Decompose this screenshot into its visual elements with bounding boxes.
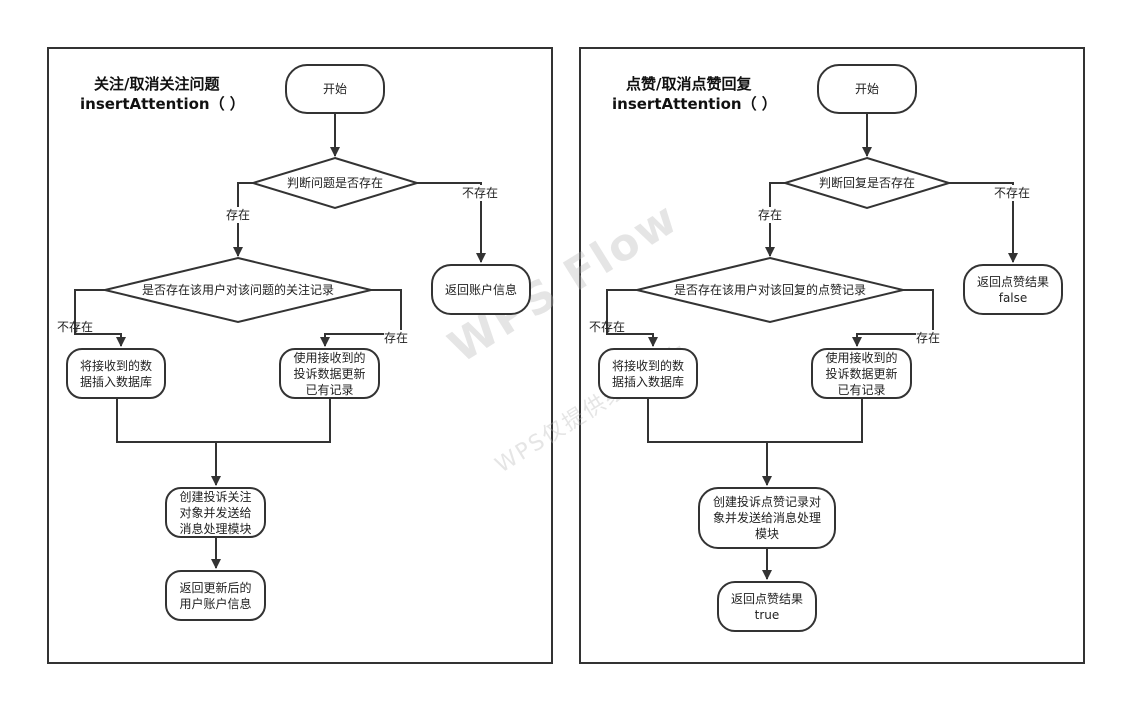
right-return-false-line1: 返回点赞结果 xyxy=(976,274,1049,289)
right-no-record-edge-label: 不存在 xyxy=(589,320,626,334)
right-exists-label: 判断回复是否存在 xyxy=(818,176,915,190)
left-insert-line1: 将接收到的数 xyxy=(79,358,152,373)
left-return-account-label: 返回账户信息 xyxy=(444,282,517,297)
right-create-node: 创建投诉点赞记录对 象并发送给消息处理 模块 xyxy=(698,487,836,549)
left-create-line2: 对象并发送给 xyxy=(179,505,252,520)
left-title-line2: insertAttention（ ） xyxy=(80,95,245,113)
left-create-line1: 创建投诉关注 xyxy=(179,489,252,504)
left-insert-node: 将接收到的数 据插入数据库 xyxy=(66,348,166,399)
left-update-node: 使用接收到的 投诉数据更新 已有记录 xyxy=(279,348,380,399)
right-title: 点赞/取消点赞回复 insertAttention（ ） xyxy=(612,74,777,114)
left-no-record-edge-label: 不存在 xyxy=(57,320,94,334)
left-return-account-node: 返回账户信息 xyxy=(431,264,531,315)
right-exists-edge-label: 存在 xyxy=(758,207,783,223)
left-exists-edge-label: 存在 xyxy=(226,207,251,223)
right-create-line1: 创建投诉点赞记录对 xyxy=(712,495,821,509)
right-return-true-line2: true xyxy=(754,607,780,622)
right-insert-line2: 据插入数据库 xyxy=(611,374,684,389)
right-start-label: 开始 xyxy=(854,82,879,96)
left-update-line2: 投诉数据更新 xyxy=(293,366,366,381)
right-update-line2: 投诉数据更新 xyxy=(825,366,898,381)
left-insert-line2: 据插入数据库 xyxy=(79,374,152,389)
left-has-record-edge-label: 存在 xyxy=(384,330,409,346)
right-exists-decision xyxy=(781,156,953,210)
right-create-line2: 象并发送给消息处理 xyxy=(712,511,821,525)
right-title-line2: insertAttention（ ） xyxy=(612,95,777,113)
left-title: 关注/取消关注问题 insertAttention（ ） xyxy=(80,74,245,114)
right-return-false-line2: false xyxy=(998,290,1028,305)
right-update-node: 使用接收到的 投诉数据更新 已有记录 xyxy=(811,348,912,399)
right-return-false-node: 返回点赞结果 false xyxy=(963,264,1063,315)
right-update-line3: 已有记录 xyxy=(837,382,886,397)
left-create-line3: 消息处理模块 xyxy=(179,521,252,536)
right-has-record-edge-label: 存在 xyxy=(916,330,941,346)
left-return-line1: 返回更新后的 xyxy=(179,580,252,595)
right-start-node: 开始 xyxy=(817,64,917,114)
left-record-decision xyxy=(104,256,372,324)
right-record-label: 是否存在该用户对该回复的点赞记录 xyxy=(673,283,866,297)
left-exists-decision xyxy=(249,156,421,210)
left-return-line2: 用户账户信息 xyxy=(179,596,252,611)
right-create-line3: 模块 xyxy=(754,527,779,541)
left-update-line3: 已有记录 xyxy=(305,382,354,397)
left-title-line1: 关注/取消关注问题 xyxy=(94,75,220,93)
right-update-line1: 使用接收到的 xyxy=(825,350,898,365)
left-return-node: 返回更新后的 用户账户信息 xyxy=(165,570,266,621)
right-return-true-line1: 返回点赞结果 xyxy=(730,591,803,606)
left-exists-label: 判断问题是否存在 xyxy=(286,176,383,190)
right-insert-line1: 将接收到的数 xyxy=(611,358,684,373)
right-return-true-node: 返回点赞结果 true xyxy=(717,581,817,632)
left-record-label: 是否存在该用户对该问题的关注记录 xyxy=(141,283,334,297)
right-insert-node: 将接收到的数 据插入数据库 xyxy=(598,348,698,399)
left-update-line1: 使用接收到的 xyxy=(293,350,366,365)
left-not-exists-edge-label: 不存在 xyxy=(462,185,499,201)
left-start-label: 开始 xyxy=(322,82,347,96)
right-record-decision xyxy=(636,256,904,324)
right-title-line1: 点赞/取消点赞回复 xyxy=(626,75,752,93)
left-start-node: 开始 xyxy=(285,64,385,114)
left-create-node: 创建投诉关注 对象并发送给 消息处理模块 xyxy=(165,487,266,538)
right-not-exists-edge-label: 不存在 xyxy=(994,185,1031,201)
